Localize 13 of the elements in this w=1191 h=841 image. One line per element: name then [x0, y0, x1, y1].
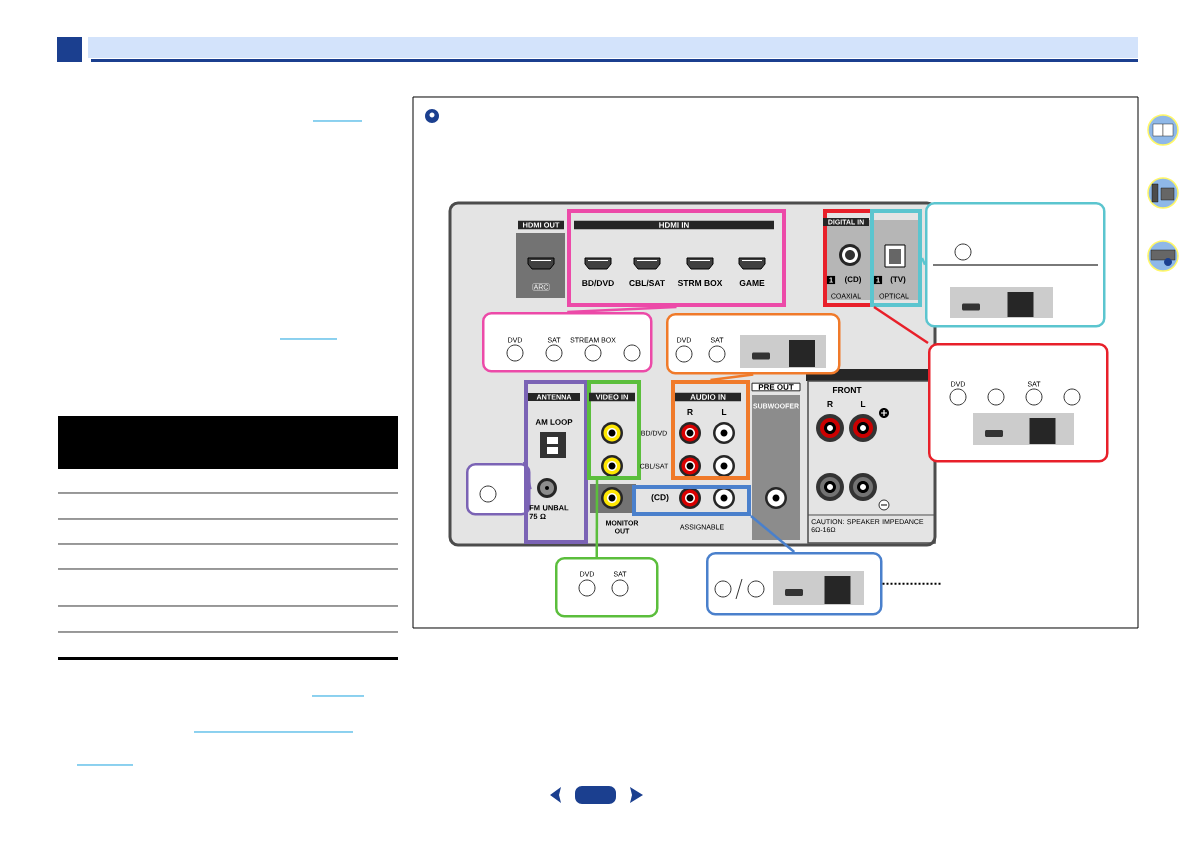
- port-label: R: [827, 401, 833, 407]
- callout-bubble: [466, 463, 531, 516]
- callout-bubble: [925, 202, 1106, 328]
- port-label: L: [861, 401, 866, 407]
- port-label: FRONT: [833, 387, 862, 393]
- port-label: GAME: [739, 280, 765, 286]
- callout-bubble: [706, 552, 883, 616]
- port-label: (CD): [651, 494, 669, 502]
- port-label: BD/DVD: [582, 279, 614, 287]
- port-label: STRM BOX: [677, 280, 723, 286]
- port-label: L: [722, 409, 727, 415]
- port-label: R: [687, 409, 693, 415]
- port-label: CBL/SAT: [629, 279, 665, 287]
